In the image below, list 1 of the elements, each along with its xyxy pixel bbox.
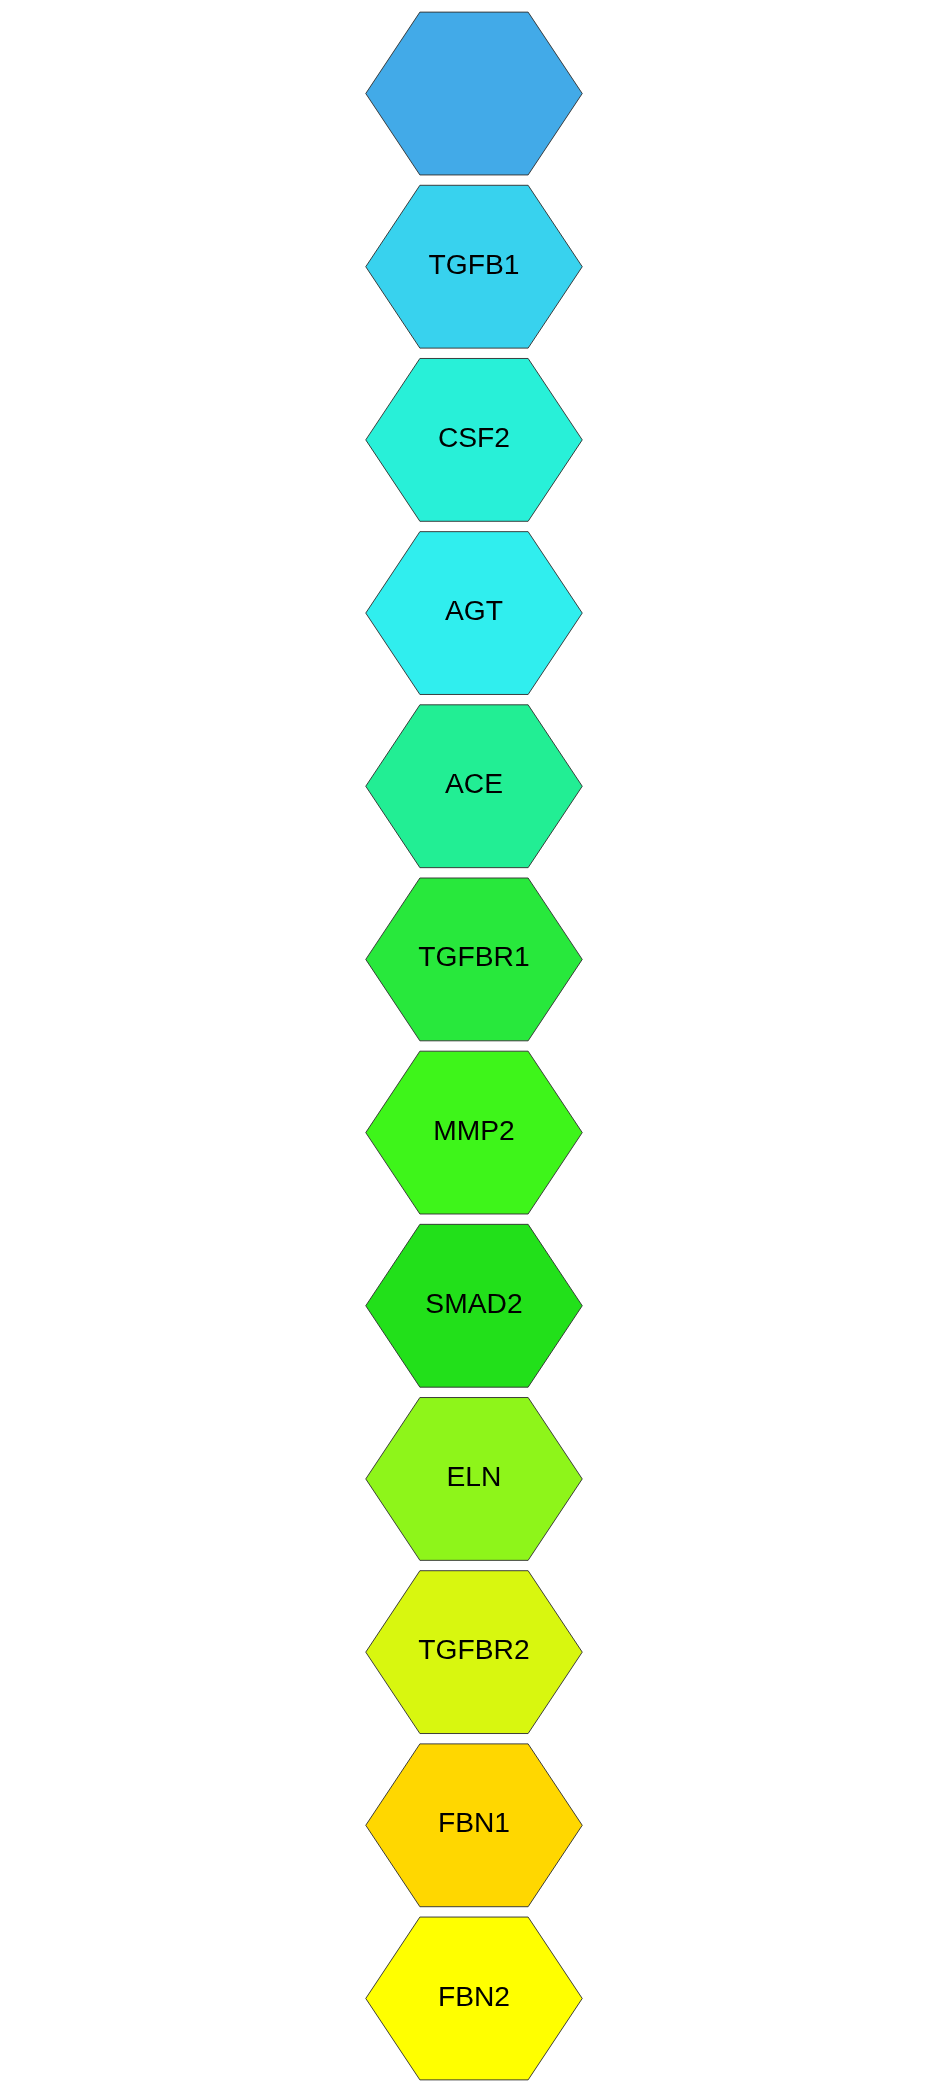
node-hexagon	[365, 11, 583, 176]
